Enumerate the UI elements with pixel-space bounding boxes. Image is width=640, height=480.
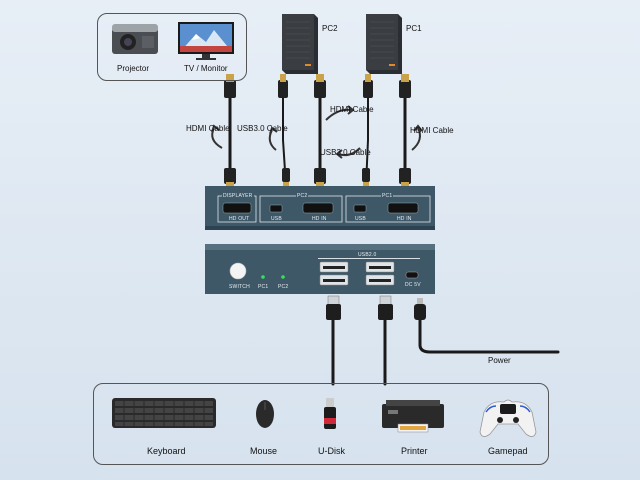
mouse-icon: [256, 400, 274, 428]
pc1-port-group-label: PC1: [381, 193, 394, 199]
usb-cable-label-left: USB3.0 Cable: [237, 124, 288, 133]
arrow-icon: [325, 108, 353, 121]
mouse-label: Mouse: [250, 446, 278, 456]
pc1-tower: [366, 14, 402, 74]
projector-label: Projector: [117, 64, 150, 73]
gamepad-icon: [479, 399, 537, 437]
tv-monitor-icon: [178, 22, 234, 60]
usb-cable-label-mid: USB3.0 Cable: [320, 148, 371, 157]
switch-button-label: SWITCH: [229, 284, 250, 290]
pc1-label: PC1: [406, 24, 422, 33]
printer-label: Printer: [401, 446, 428, 456]
output-devices-panel: [97, 13, 247, 81]
printer-icon: [382, 400, 444, 433]
gamepad-label: Gamepad: [488, 446, 528, 456]
keyboard-icon: [112, 398, 216, 428]
hdmi-cable-label-mid: HDMI Cable: [330, 105, 374, 114]
keyboard-label: Keyboard: [147, 446, 186, 456]
hdmi-cable-label-right: HDMI Cable: [410, 126, 454, 135]
udisk-label: U-Disk: [318, 446, 345, 456]
arrow-icon: [411, 127, 421, 151]
cables: [228, 90, 560, 386]
led-pc2-icon: [281, 275, 285, 279]
usb2-header-label: USB2.0: [358, 252, 377, 258]
hd-in-pc2-label: HD IN: [312, 216, 327, 222]
led-pc1-label: PC1: [258, 284, 269, 290]
pc2-port-group-label: PC2: [296, 193, 309, 199]
switch-connectors: [224, 168, 411, 188]
kvm-switch-front: [205, 244, 435, 294]
usb-port-pc2-label: USB: [271, 216, 282, 222]
projector-icon: [112, 24, 158, 54]
arrow-icon: [337, 147, 361, 157]
displayer-port-label: DISPLAYER: [222, 193, 254, 199]
led-pc1-icon: [261, 275, 265, 279]
hd-out-label: HD OUT: [229, 216, 250, 222]
flow-arrows: [211, 105, 423, 159]
top-connectors: [224, 74, 411, 98]
pc2-label: PC2: [322, 24, 338, 33]
switch-button-icon: [229, 262, 247, 280]
usb-plugs: [326, 295, 426, 320]
led-pc2-label: PC2: [278, 284, 289, 290]
power-cable: [418, 316, 560, 354]
peripherals-panel: [93, 383, 549, 465]
dc-input-label: DC 5V: [405, 282, 421, 288]
hd-in-pc1-label: HD IN: [397, 216, 412, 222]
pc2-tower: [282, 14, 318, 74]
usb-port-pc1-label: USB: [355, 216, 366, 222]
udisk-icon: [324, 398, 336, 429]
tv-monitor-label: TV / Monitor: [184, 64, 228, 73]
hdmi-cable-label-left: HDMI Cable: [186, 124, 230, 133]
power-label: Power: [488, 356, 511, 365]
